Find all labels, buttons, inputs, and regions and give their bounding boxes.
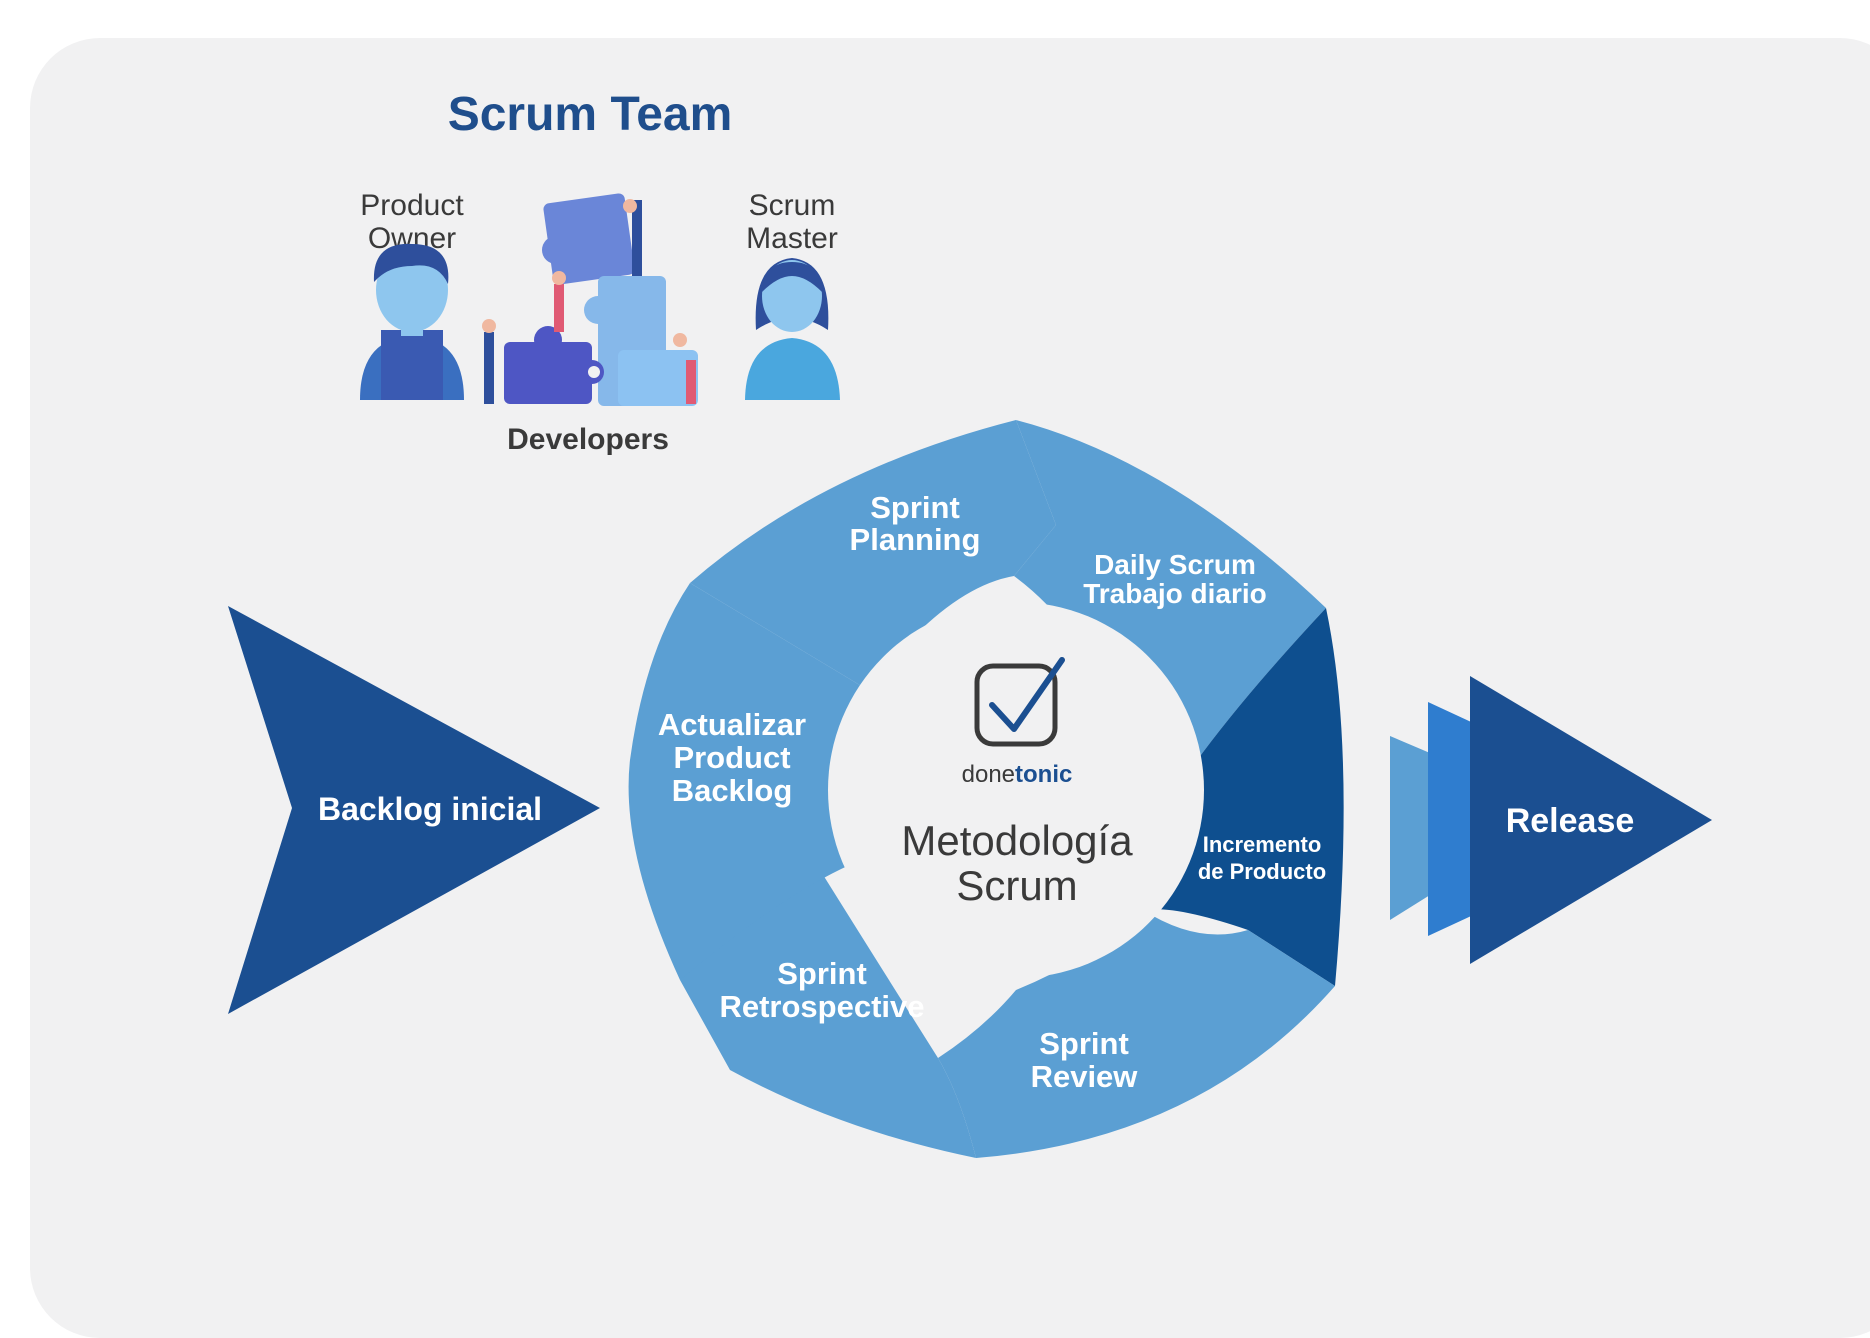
metodologia-title-1: Metodología [901, 817, 1133, 864]
daily-scrum-label-1: Daily Scrum [1094, 549, 1256, 580]
product-owner-avatar [360, 243, 464, 400]
cycle-center-circle [828, 602, 1204, 978]
scrum-master-label-2: Master [746, 222, 838, 255]
daily-scrum-label-2: Trabajo diario [1083, 578, 1267, 609]
sprint-retrospective-segment [680, 870, 976, 1158]
scrum-master-avatar [745, 258, 840, 400]
sprint-review-segment [938, 910, 1335, 1158]
incremento-label-2: de Producto [1198, 859, 1326, 884]
developers-puzzle-illustration [482, 193, 698, 406]
actualizar-backlog-label-3: Backlog [672, 773, 793, 808]
sprint-retrospective-label-2: Retrospective [719, 989, 924, 1024]
sprint-planning-label-2: Planning [850, 522, 981, 557]
donetonic-wordmark: donetonic [962, 761, 1073, 788]
daily-scrum-segment [1014, 420, 1326, 770]
sprint-planning-label-1: Sprint [870, 490, 960, 525]
actualizar-backlog-label-1: Actualizar [658, 707, 806, 742]
scrum-team-title: Scrum Team [448, 88, 733, 141]
donetonic-logo [974, 657, 1065, 747]
scrum-diagram: Scrum Team Product Owner Scrum Master De… [228, 88, 1712, 1158]
developers-label: Developers [507, 423, 669, 456]
sprint-review-label-2: Review [1031, 1059, 1139, 1094]
product-owner-label-1: Product [360, 189, 464, 222]
actualizar-backlog-segment [628, 583, 875, 980]
sprint-planning-segment [690, 420, 1056, 690]
metodologia-title-2: Scrum [956, 862, 1077, 909]
backlog-inicial-arrow: Backlog inicial [228, 606, 600, 1014]
incremento-segment [1143, 608, 1344, 986]
release-label: Release [1506, 802, 1635, 840]
incremento-label-1: Incremento [1203, 832, 1322, 857]
scrum-cycle: Sprint Planning Daily Scrum Trabajo diar… [628, 420, 1344, 1158]
backlog-inicial-label: Backlog inicial [318, 791, 542, 827]
release-arrows: Release [1390, 676, 1712, 964]
sprint-review-label-1: Sprint [1039, 1026, 1129, 1061]
sprint-retrospective-label-1: Sprint [777, 956, 867, 991]
actualizar-backlog-label-2: Product [673, 740, 790, 775]
scrum-master-label-1: Scrum [749, 189, 836, 222]
